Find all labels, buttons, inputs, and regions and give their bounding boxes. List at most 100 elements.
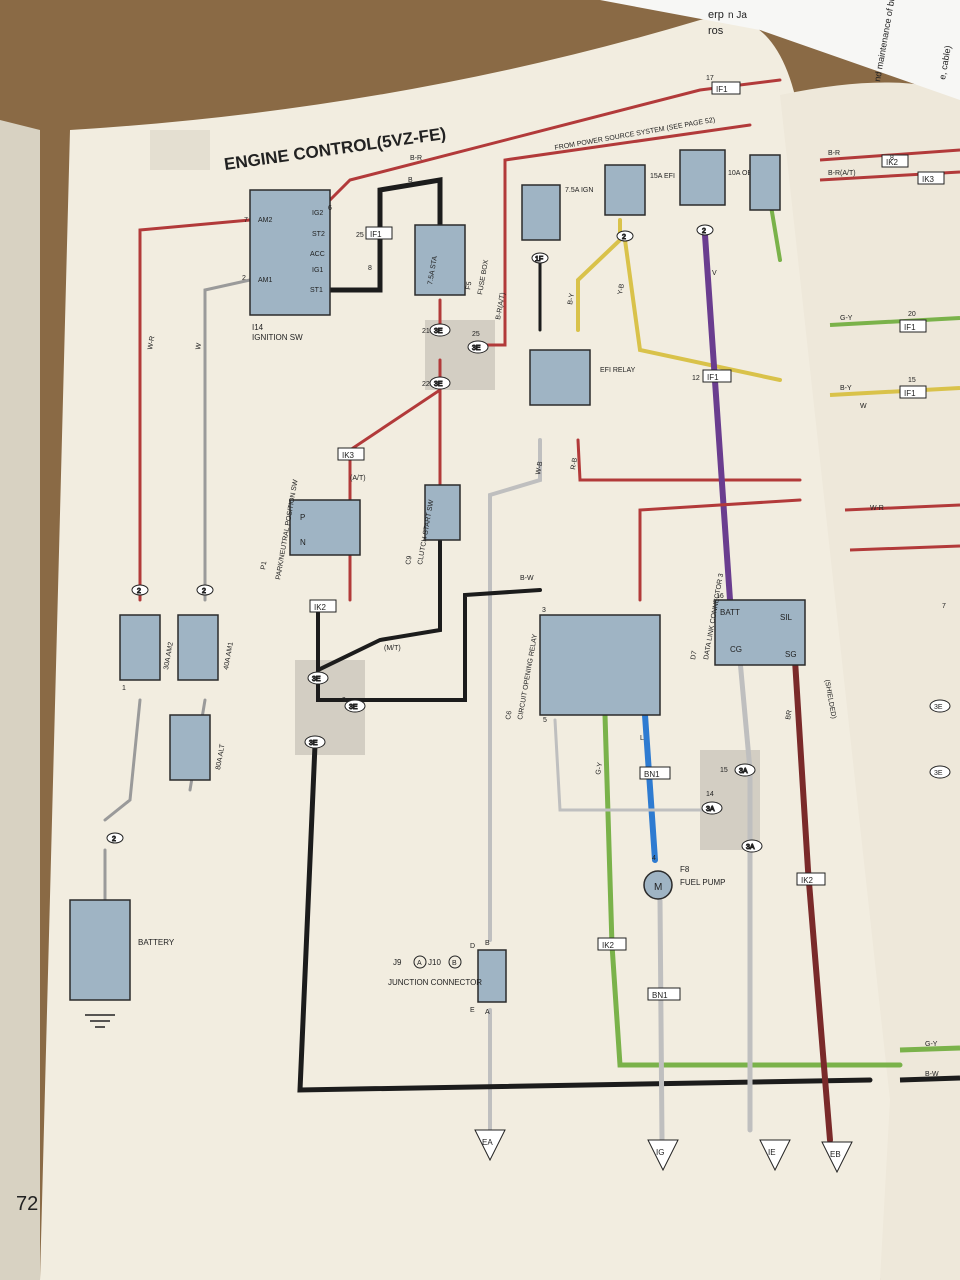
pin-number: 4 (652, 855, 656, 862)
park-neutral-switch (289, 499, 361, 556)
page-left (40, 17, 900, 1280)
fuse-obd (679, 149, 726, 206)
wire-label: B-Y (567, 292, 576, 305)
pin-number: 8 (890, 155, 894, 162)
pin-number: 9 (342, 697, 346, 704)
switch-position: P (300, 513, 305, 522)
splice-label: 2 (702, 228, 706, 235)
wire-label: B-Y (840, 385, 852, 392)
splice-label: 3E (349, 704, 358, 711)
fuse-rating: 30A AM2 (163, 641, 175, 670)
grounds: EA IG IE EB (85, 1014, 853, 1174)
right-page-fragments: B-R B-R(A/T) G-Y B-Y W W-R G-Y B-W IK2 I… (819, 148, 960, 1083)
wire-label: W (860, 403, 867, 410)
pin-number: 1 (122, 685, 126, 692)
splice-label: 3A (706, 806, 715, 813)
battery (69, 899, 131, 1001)
wire-w-b-pump (657, 897, 665, 1143)
splice-label: 3E (934, 770, 943, 777)
pin-number: 7 (942, 603, 946, 610)
component-id: C9 (405, 555, 413, 565)
junction-connector (477, 949, 507, 1003)
wire-b-w-mt (316, 538, 442, 674)
pin-number: 7 (244, 217, 248, 224)
marker-text: B (452, 960, 457, 967)
ignition-switch (249, 189, 331, 316)
pin-number: 3 (542, 607, 546, 614)
fuse-rating: 15A EFI (650, 173, 675, 180)
pin-label: A (485, 1009, 490, 1016)
wire-label: W-R (147, 335, 156, 350)
fuse-efi (604, 164, 646, 216)
splice-label: 3E (434, 381, 443, 388)
splice-label: 2 (202, 588, 206, 595)
wire-label: V (712, 270, 717, 277)
splice-label: 3E (312, 676, 321, 683)
connector-tag: IK2 (602, 941, 615, 950)
pin-label: D (470, 943, 475, 950)
paper-line: n Ja (728, 10, 747, 21)
connector-tag: IF1 (904, 323, 916, 332)
pin-number: 25 (472, 331, 480, 338)
junction-marker-b (448, 955, 462, 969)
connector-tag: IF1 (904, 389, 916, 398)
component-id: I14 (252, 323, 264, 332)
fuel-pump-motor (643, 870, 673, 900)
pin-number: 6 (328, 205, 332, 212)
pin-number: 5 (543, 717, 547, 724)
splice-label: 3E (934, 704, 943, 711)
pin-number: 25 (356, 232, 364, 239)
section-icon (150, 130, 210, 170)
splice-label: 2 (137, 588, 141, 595)
component-id: P1 (260, 561, 268, 571)
paper-fragment (600, 0, 960, 100)
pin-label: BATT (720, 608, 740, 617)
wire-label: B-R(A/T) (495, 292, 507, 320)
component-name: EFI RELAY (600, 367, 636, 374)
wire-w-b (488, 438, 542, 942)
pin-number: 8 (368, 265, 372, 272)
fuse-alt (169, 714, 211, 781)
component-id: F5 (465, 281, 473, 290)
wire-label: B-R (828, 150, 840, 157)
wire-label: BR (785, 710, 794, 721)
fuse-rating: 10A OBD (728, 170, 757, 177)
circuit-opening-relay (539, 614, 661, 716)
wire-b (327, 177, 443, 293)
splice-label: 3E (434, 328, 443, 335)
marker-text: A (417, 960, 422, 967)
wire-w-b-relay (553, 718, 707, 812)
connector-tags: IF1 IF1 IF1 IK3 IK2 IK2 IK2 BN1 BN1 (309, 81, 826, 1001)
splice-label: 3A (739, 768, 748, 775)
wire-label: B-W (520, 575, 534, 582)
pin-number: 17 (706, 75, 714, 82)
wire-label: (M/T) (384, 645, 401, 652)
wire-label: G-Y (595, 762, 604, 776)
pin-label: ST2 (312, 231, 325, 238)
component-id: D7 (690, 650, 698, 660)
pin-label: E (470, 1007, 475, 1014)
pin-label: AM1 (258, 277, 273, 284)
prior-page-edge (0, 120, 40, 1280)
pin-label: IG1 (312, 267, 323, 274)
wire-br (792, 657, 833, 1143)
component-id: J9 (393, 958, 402, 967)
pin-label: CG (730, 645, 742, 654)
wire-b-y (576, 218, 622, 332)
wire-w-r (138, 218, 252, 602)
component-name: BATTERY (138, 938, 175, 947)
wire-label: W (195, 342, 203, 350)
component-name: IGNITION SW (252, 333, 303, 342)
wire-label: B (408, 177, 413, 184)
wire-label: (A/T) (350, 475, 366, 482)
component-name: FUEL PUMP (680, 878, 726, 887)
page-right (780, 82, 960, 1280)
pin-number: 12 (692, 375, 700, 382)
connector-tag: IF1 (370, 230, 382, 239)
pin-number: 20 (908, 311, 916, 318)
connector-tag: IK2 (801, 876, 814, 885)
wire-fuse-join (103, 698, 142, 822)
pin-label: SG (785, 650, 797, 659)
pin-label: B (485, 940, 490, 947)
